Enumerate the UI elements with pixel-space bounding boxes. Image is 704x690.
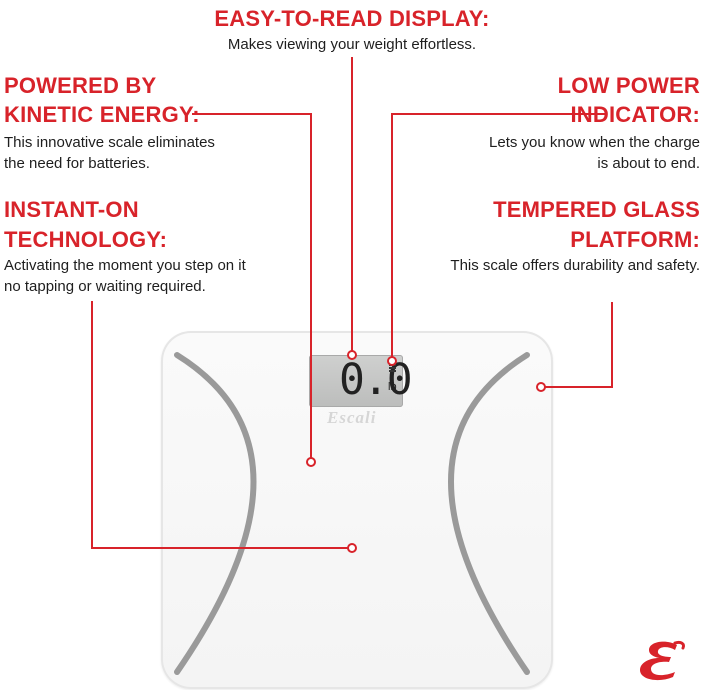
lcd-unit: lb (388, 381, 397, 393)
kinetic-marker-dot (306, 457, 316, 467)
lcd-display (309, 355, 403, 407)
display-callout-title: EASY-TO-READ DISPLAY: (214, 6, 490, 31)
display-callout-desc: Makes viewing your weight effortless. (227, 36, 477, 53)
kinetic-callout-title-2: KINETIC ENERGY: (4, 102, 200, 127)
kinetic-callout-title-1: POWERED BY (4, 73, 157, 98)
glass-callout-title-1: TEMPERED GLASS (493, 197, 700, 222)
low-power-callout-desc-2: is about to end. (597, 155, 700, 172)
instant-on-marker-dot (347, 543, 357, 553)
low-power-callout-desc-1: Lets you know when the charge (489, 134, 700, 151)
instant-on-callout-title-1: INSTANT-ON (4, 197, 139, 222)
kinetic-callout-desc-1: This innovative scale eliminates (4, 134, 215, 151)
glass-leader-line (545, 302, 613, 388)
left-arc (174, 352, 257, 675)
instant-on-callout-title-2: TECHNOLOGY: (4, 227, 168, 252)
low-power-callout-title-1: LOW POWER (557, 73, 700, 98)
brand-logo-icon (640, 640, 685, 681)
instant-on-callout-desc-2: no tapping or waiting required. (4, 278, 206, 295)
instant-on-callout-desc-1: Activating the moment you step on it (4, 257, 246, 274)
glass-marker-dot (536, 382, 546, 392)
display-marker-dot (347, 350, 357, 360)
glass-callout-desc: This scale offers durability and safety. (450, 257, 700, 274)
kinetic-leader-line (192, 113, 312, 458)
low-power-leader-line (391, 113, 606, 357)
low-power-marker-dot (387, 356, 397, 366)
lcd-reading: 0.0 (339, 355, 413, 405)
kinetic-callout-desc-2: the need for batteries. (4, 155, 150, 172)
right-arc (448, 352, 530, 675)
scale-brand: Escali (327, 408, 377, 427)
glass-callout-title-2: PLATFORM: (570, 227, 700, 252)
instant-on-leader-line (91, 301, 348, 549)
